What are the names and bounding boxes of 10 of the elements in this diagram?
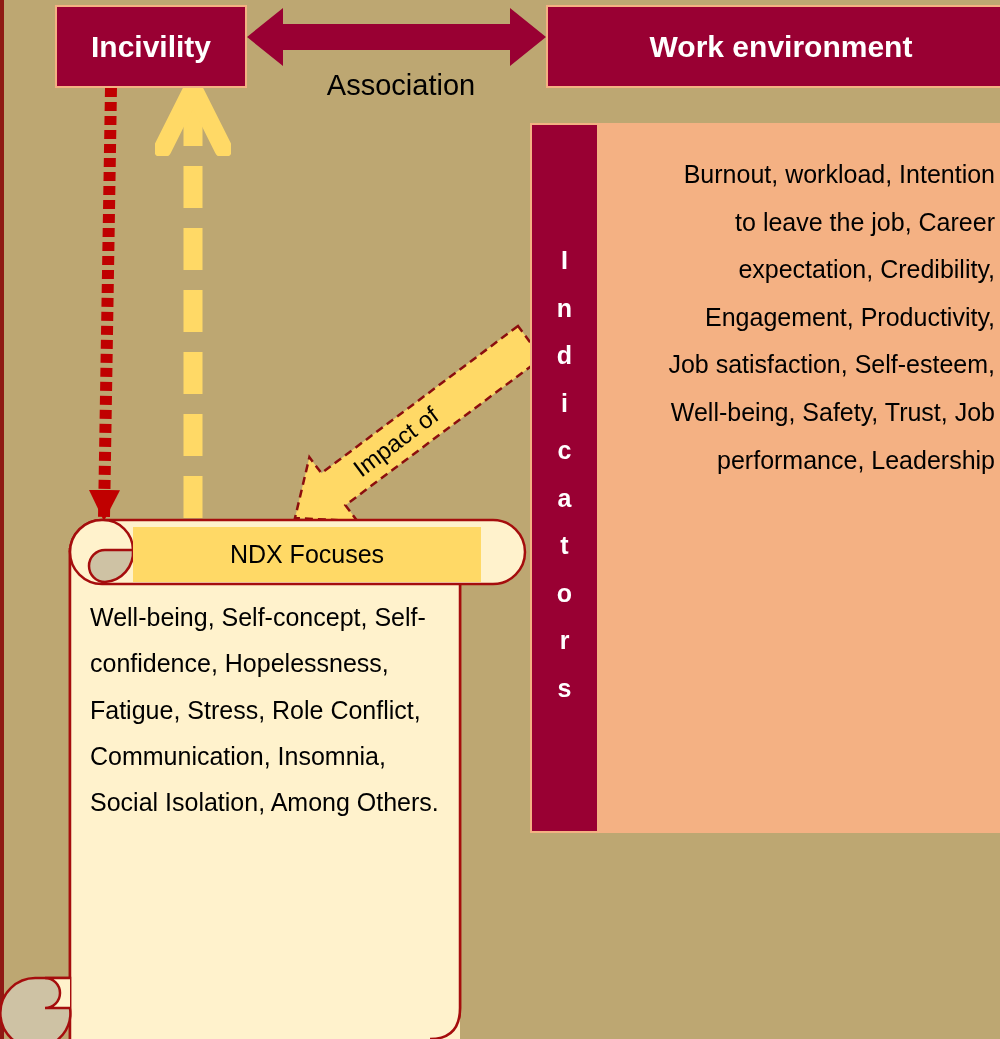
title-box <box>546 5 1000 88</box>
focus-list: Well-being, Self-concept, Self-confidence, Hopelessness, Fatigue, Stress, Role Conflict, Communication, Insomnia, Social Isolation, Among Others. <box>90 594 445 826</box>
edge-label: Association <box>325 68 477 103</box>
indicator-list: Burnout, workload, Intention to leave the job, Career expectation, Credibility, Engagement, Productivity, Job satisfaction, Self-esteem, Well-being, Safety, Trust, Job performance, Leadership <box>665 151 995 485</box>
box-title: Incivility <box>89 29 212 64</box>
indicator-panel <box>597 123 1000 833</box>
vertical-heading: Indicators <box>556 245 573 704</box>
box-title: Work environment <box>648 29 914 64</box>
vertical-bar <box>530 123 597 833</box>
title-box <box>55 5 247 88</box>
